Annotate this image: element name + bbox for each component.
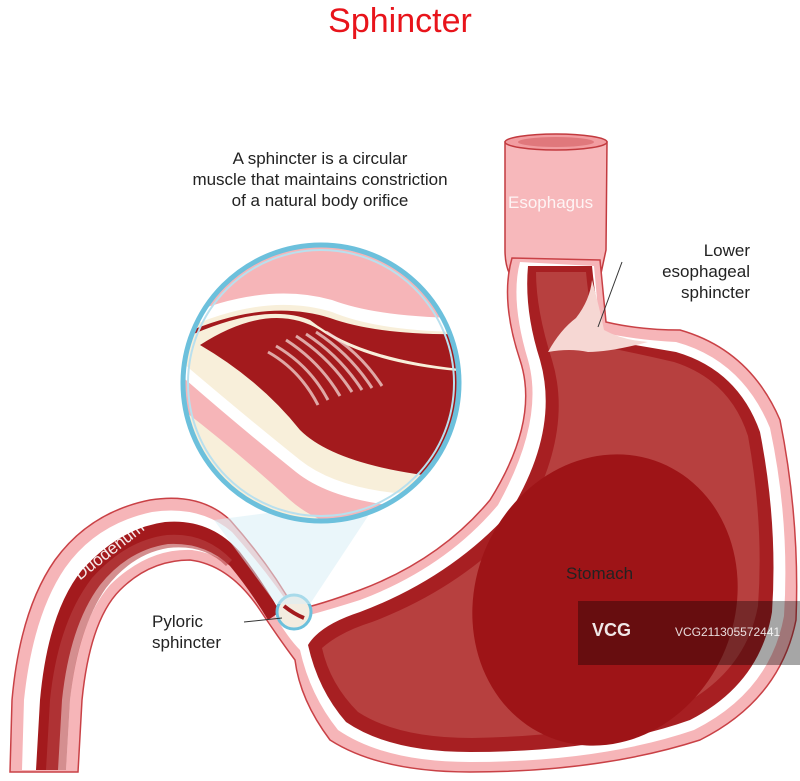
definition-line: A sphincter is a circular — [232, 149, 408, 168]
label-line: Pyloric — [152, 612, 204, 631]
lower-esophageal-sphincter-label: Lower esophageal sphincter — [624, 240, 750, 303]
definition-line: of a natural body orifice — [231, 191, 409, 210]
esophagus-outer — [504, 141, 608, 279]
lower-esophageal-sphincter-shape — [548, 280, 648, 352]
label-line: sphincter — [152, 633, 221, 652]
sphincter-definition: A sphincter is a circular muscle that ma… — [150, 148, 490, 211]
watermark-overlay — [578, 601, 800, 665]
label-line: sphincter — [681, 283, 750, 302]
magnifier-cone — [214, 498, 380, 604]
label-line: Lower — [703, 241, 750, 260]
esophagus-label: Esophagus — [508, 193, 594, 212]
stomach-label: Stomach — [566, 564, 634, 583]
watermark-text: VCG211305572441 — [675, 625, 781, 639]
pyloric-sphincter-label: Pyloric sphincter — [152, 611, 252, 653]
watermark-logo: VCG — [592, 620, 632, 640]
definition-line: muscle that maintains constriction — [192, 170, 448, 189]
label-line: esophageal — [662, 262, 750, 281]
page-title: Sphincter — [328, 2, 472, 40]
stomach-inner-fold — [472, 454, 738, 746]
